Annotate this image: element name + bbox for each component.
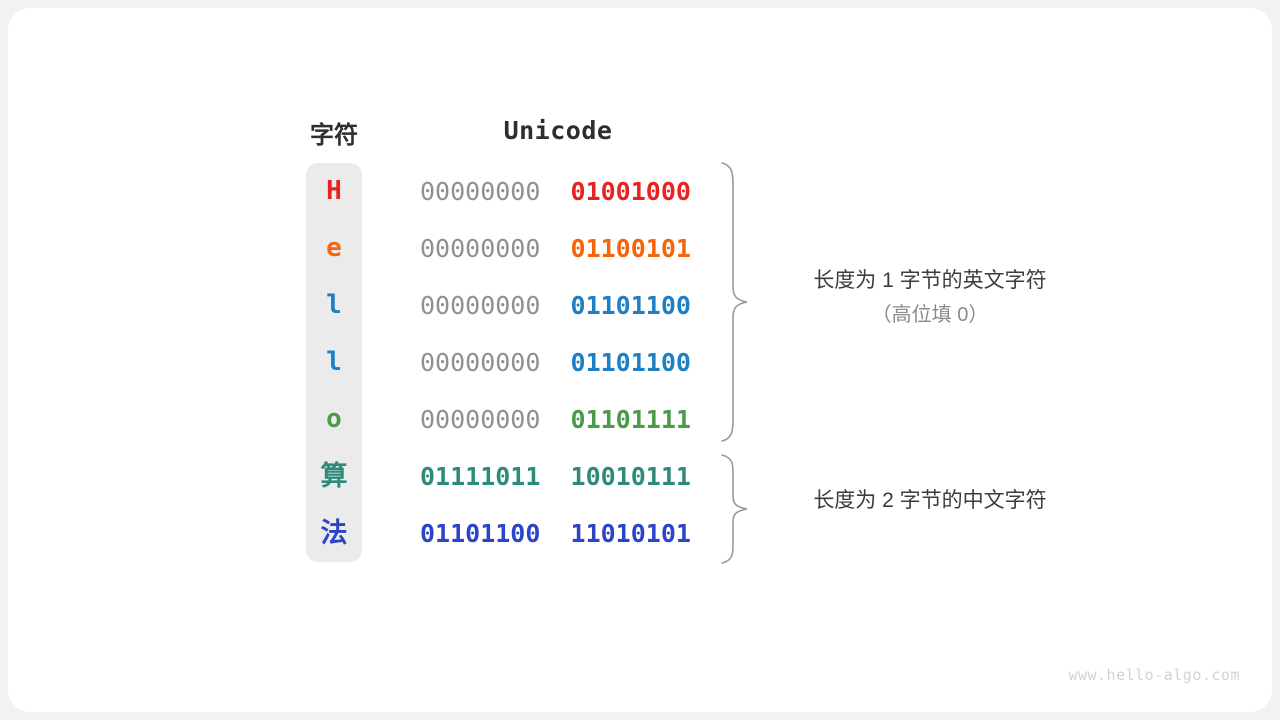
high-byte: 01111011 [420,462,541,491]
row-unicode-bits: 00000000 01100101 [420,220,700,277]
row-character: H [326,176,342,206]
high-byte: 00000000 [420,177,541,206]
high-byte: 00000000 [420,405,541,434]
high-byte: 00000000 [420,291,541,320]
low-byte: 01101100 [570,291,691,320]
low-byte: 01101100 [570,348,691,377]
figure-card [8,8,1272,712]
annotation-single-byte: 长度为 1 字节的英文字符 （高位填 0） [740,264,1120,332]
high-byte: 00000000 [420,234,541,263]
low-byte: 10010111 [570,462,691,491]
low-byte: 01101111 [570,405,691,434]
byte-separator [540,234,570,263]
byte-separator [540,462,570,491]
row-unicode-bits: 00000000 01001000 [420,163,700,220]
byte-separator [540,291,570,320]
annotation-double-byte-line1: 长度为 2 字节的中文字符 [813,489,1047,512]
row-unicode-bits: 01111011 10010111 [420,448,700,505]
low-byte: 01100101 [570,234,691,263]
row-unicode-bits: 00000000 01101100 [420,277,700,334]
brace-single-byte [721,162,748,442]
high-byte: 01101100 [420,519,541,548]
row-character: l [326,290,342,320]
watermark: www.hello-algo.com [1068,666,1240,684]
column-header-character: 字符 [310,122,358,149]
row-character: 法 [320,518,348,548]
row-unicode-bits: 01101100 11010101 [420,505,700,562]
byte-separator [540,519,570,548]
row-character: l [326,347,342,377]
row-unicode-bits: 00000000 01101111 [420,391,700,448]
column-header-unicode: Unicode [503,116,613,145]
character-column-pill [306,163,362,562]
annotation-single-byte-line1: 长度为 1 字节的英文字符 [813,269,1047,292]
byte-separator [540,348,570,377]
byte-separator [540,405,570,434]
byte-separator [540,177,570,206]
low-byte: 01001000 [570,177,691,206]
brace-double-byte [721,454,748,564]
row-character: o [326,404,342,434]
row-unicode-bits: 00000000 01101100 [420,334,700,391]
annotation-double-byte: 长度为 2 字节的中文字符 [740,484,1120,518]
low-byte: 11010101 [570,519,691,548]
row-character: 算 [320,461,348,491]
high-byte: 00000000 [420,348,541,377]
row-character: e [326,233,342,263]
annotation-single-byte-line2: （高位填 0） [871,304,989,326]
